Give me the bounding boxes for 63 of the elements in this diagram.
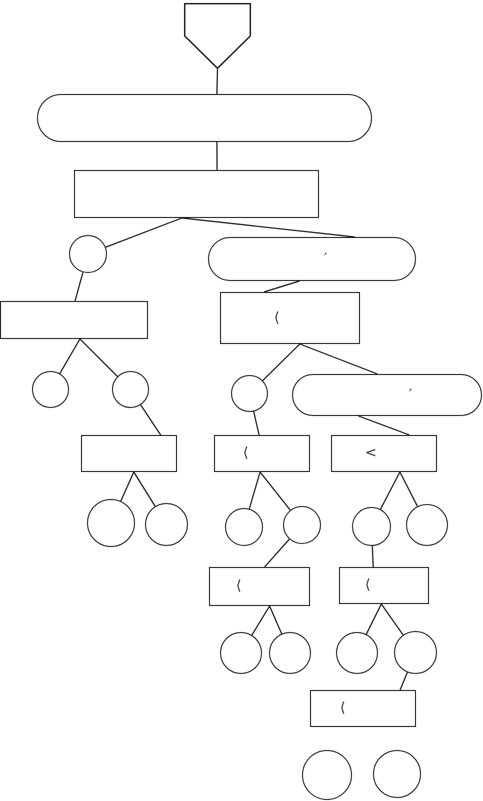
connector-circle: [352, 507, 391, 546]
connector-line: [269, 606, 282, 634]
connector-line: [380, 472, 400, 510]
connector-line: [253, 411, 260, 436]
connector-circle: [302, 750, 352, 800]
connector-circle: [112, 371, 149, 408]
connector-line: [251, 606, 270, 636]
process-box: [339, 567, 429, 604]
off-page-connector: [184, 3, 251, 69]
connector-circle: [373, 750, 421, 798]
connector-circle: [32, 371, 69, 408]
connector-line: [400, 672, 408, 690]
node-label: ′: [324, 250, 328, 267]
connector-line: [399, 472, 418, 507]
connector-line: [74, 272, 84, 302]
connector-circle: [87, 499, 135, 547]
connector-line: [372, 546, 374, 568]
connector-line: [358, 415, 410, 436]
connector-line: [380, 604, 404, 636]
connector-line: [264, 538, 290, 568]
connector-line: [216, 142, 218, 170]
connector-line: [80, 338, 118, 377]
connector-line: [106, 217, 182, 248]
process-box: [310, 690, 416, 727]
connector-line: [264, 280, 300, 293]
process-box: [74, 170, 319, 218]
connector-line: [133, 472, 156, 507]
node-label: ′: [409, 386, 412, 403]
connector-circle: [269, 632, 311, 674]
process-box: [0, 301, 148, 339]
process-box: [81, 435, 177, 472]
connector-circle: [231, 375, 268, 412]
connector-line: [366, 604, 382, 634]
node-label: ⟨: [236, 578, 242, 594]
connector-circle: [394, 631, 437, 674]
connector-circle: [145, 503, 188, 546]
connector-line: [260, 472, 291, 510]
connector-circle: [225, 508, 263, 546]
node-label: <: [365, 445, 377, 462]
connector-line: [120, 472, 134, 502]
connector-line: [182, 217, 356, 238]
terminator-pill: [37, 94, 372, 142]
node-label: ⟨: [340, 700, 346, 716]
connector-line: [262, 344, 300, 381]
connector-circle: [406, 504, 448, 546]
terminator-pill: [292, 374, 482, 416]
process-box: [214, 435, 310, 472]
process-box: [209, 567, 310, 606]
connector-line: [216, 68, 218, 94]
connector-line: [248, 472, 261, 509]
node-label: ⟨: [365, 577, 370, 594]
connector-line: [59, 338, 80, 374]
connector-line: [300, 343, 378, 375]
connector-line: [140, 404, 162, 436]
connector-circle: [336, 632, 378, 674]
connector-circle: [220, 632, 262, 674]
connector-circle: [69, 235, 107, 273]
node-label: ⟨: [274, 310, 280, 326]
process-box: [220, 292, 360, 344]
process-box: [331, 435, 437, 472]
terminator-pill: [208, 237, 416, 281]
node-label: ⟨: [243, 445, 248, 462]
connector-circle: [283, 506, 321, 544]
